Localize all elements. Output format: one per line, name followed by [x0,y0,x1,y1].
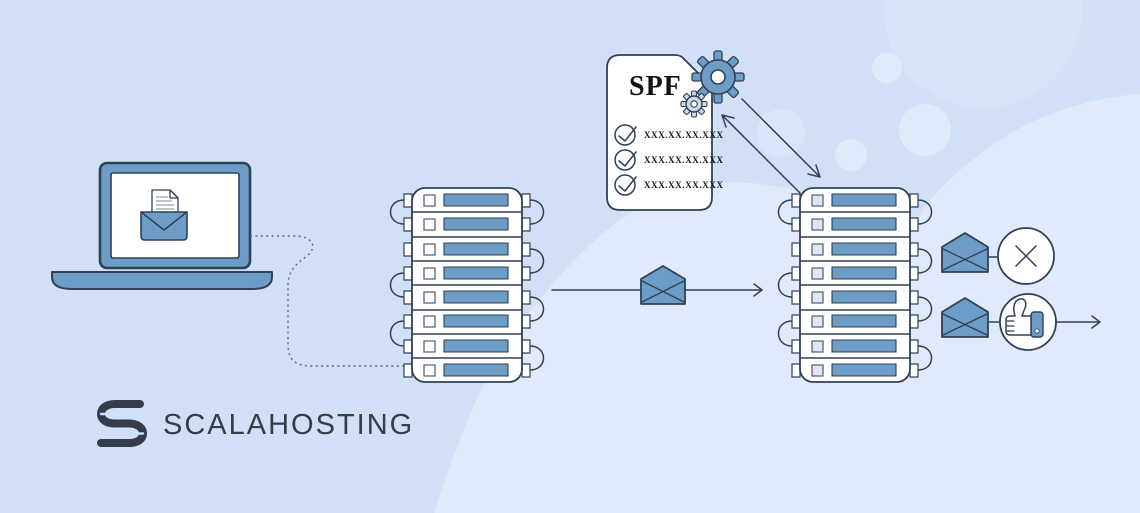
background-puff [872,53,902,83]
envelope-icon [640,265,686,305]
check-circle-icon [614,174,637,196]
arrow-to-receiving-server [741,98,821,178]
laptop-to-server-connector [250,235,404,367]
email-open-icon [140,189,188,241]
spf-entry: XXX.XX.XX.XXX [644,130,724,140]
envelope-icon [941,297,989,338]
background-puff [899,104,951,156]
background-puff [883,0,1083,108]
spf-check-arrows [721,98,821,194]
check-circle-icon [614,124,637,146]
background-cloud-blob [434,94,1140,513]
gear-small-icon [680,90,708,118]
spf-entry: XXX.XX.XX.XXX [644,180,724,190]
sending-server-rack-icon [389,187,545,383]
background-puff [835,139,867,171]
envelope-icon [941,232,989,273]
spf-entry: XXX.XX.XX.XXX [644,155,724,165]
spf-record-document: SPF [606,50,745,211]
brand-logo: SCALAHOSTING [97,400,414,447]
check-circle-icon [614,149,637,171]
x-circle-icon [997,227,1055,285]
brand-name: SCALAHOSTING [163,409,414,441]
thumbs-up-circle-icon [999,293,1057,351]
outcome-accepted [941,293,1101,351]
background-shapes [434,0,1140,513]
spf-checklist: XXX.XX.XX.XXX XXX.XX.XX.XXX XXX.XX.XX.XX… [614,124,724,196]
laptop-base [51,271,273,290]
receiving-server-rack-icon [777,187,933,383]
spf-title: SPF [629,71,682,102]
gear-large-icon [691,50,745,104]
outcome-rejected [941,227,1055,285]
delivered-arrow [1055,315,1101,329]
scalahosting-logo-icon [97,400,147,447]
background-puff [757,109,805,157]
arrow-to-spf-record [721,114,801,194]
sender-laptop [51,161,273,290]
